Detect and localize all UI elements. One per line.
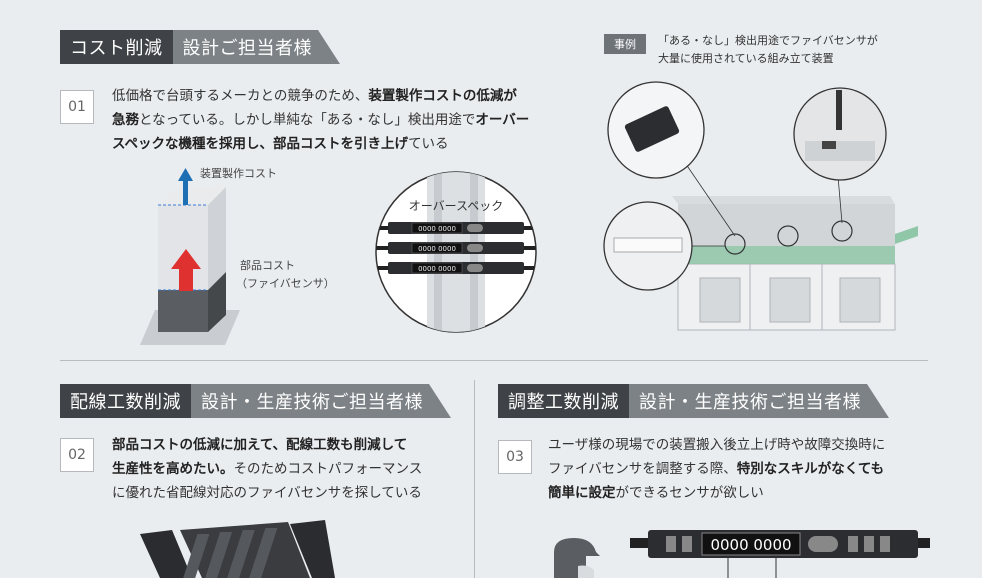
- case-text-line2: 大量に使用されている組み立て装置: [658, 52, 834, 65]
- sensor-unit-1: [376, 222, 536, 234]
- case-text: 「ある・なし」検出用途でファイバセンサが 大量に使用されている組み立て装置: [658, 32, 878, 68]
- section1-title-sub: 設計ご担当者様: [173, 30, 341, 64]
- section3-text-b1: 特別なスキルがなくても: [736, 461, 885, 477]
- section3-text-p2: ファイバセンサを調整する際、: [548, 461, 737, 477]
- sensor-unit-2: [376, 242, 536, 254]
- section3-header: 調整工数削減 設計・生産技術ご担当者様: [498, 384, 889, 418]
- section2-text-b2: 生産性を高めたい。: [112, 461, 234, 477]
- section1-text-p1: 低価格で台頭するメーカとの競争のため、: [112, 88, 369, 104]
- overspec-label: オーバースペック: [409, 199, 503, 213]
- vertical-divider: [474, 380, 475, 578]
- worker-icon: [554, 538, 600, 578]
- section1-text-b3: オーバー: [475, 112, 530, 128]
- label-part-cost: 部品コスト: [240, 259, 295, 272]
- section2-text: 部品コストの低減に加えて、配線工数も削減して 生産性を高めたい。そのためコストパ…: [112, 433, 462, 505]
- section1-title-main: コスト削減: [60, 30, 173, 64]
- section1-text: 低価格で台頭するメーカとの競争のため、装置製作コストの低減が 急務となっている。…: [112, 84, 572, 156]
- horizontal-divider: [60, 360, 928, 361]
- sensor-unit-3: [376, 262, 536, 274]
- section1-text-b1: 装置製作コストの低減が: [368, 88, 517, 104]
- red-arrow-icon: [171, 249, 201, 291]
- label-device-cost: 装置製作コスト: [200, 167, 277, 180]
- section3-text: ユーザ様の現場での装置搬入後立上げ時や故障交換時に ファイバセンサを調整する際、…: [548, 433, 948, 505]
- sensor-closeup-illustration: 0000 0000: [554, 530, 930, 578]
- section2-header: 配線工数削減 設計・生産技術ご担当者様: [60, 384, 451, 418]
- section1-text-p2: となっている。しかし単純な「ある・なし」検出用途で: [139, 112, 476, 128]
- sensor-display-2: 0000 0000: [418, 245, 456, 253]
- section3-title-main: 調整工数削減: [498, 384, 629, 418]
- case-tag: 事例: [604, 34, 646, 54]
- section3-text-b2: 簡単に設定: [548, 485, 616, 501]
- section2-text-p1: そのためコストパフォーマンス: [233, 461, 423, 477]
- case-text-line1: 「ある・なし」検出用途でファイバセンサが: [658, 34, 878, 47]
- section3-number: 03: [498, 440, 532, 474]
- sensor-stack-illustration: [140, 520, 335, 578]
- overspec-circle: オーバースペック 0000 0000 0000 0000 0000 0000: [375, 171, 537, 333]
- section2-number: 02: [60, 438, 94, 472]
- label-fiber-sensor: （ファイバセンサ）: [236, 277, 335, 290]
- section2-text-p2: に優れた省配線対応のファイバセンサを探している: [112, 485, 422, 501]
- section1-text-b4: スペックな機種を採用し、部品コストを引き上げ: [112, 136, 409, 152]
- sensor-display-3: 0000 0000: [418, 265, 456, 273]
- assembly-machine-illustration: [603, 81, 918, 331]
- sensor-display-1: 0000 0000: [418, 225, 456, 233]
- section3-title-sub: 設計・生産技術ご担当者様: [629, 384, 889, 418]
- section1-text-b2: 急務: [112, 112, 139, 128]
- section2-text-b1: 部品コストの低減に加えて、配線工数も削減して: [112, 437, 408, 453]
- sensor-display-large: 0000 0000: [710, 536, 791, 554]
- section1-text-p3: ている: [408, 136, 449, 152]
- cost-box-diagram: [140, 168, 240, 345]
- section1-number: 01: [60, 90, 94, 124]
- section2-title-sub: 設計・生産技術ご担当者様: [191, 384, 451, 418]
- section3-text-p3: ができるセンサが欲しい: [615, 485, 764, 501]
- section2-title-main: 配線工数削減: [60, 384, 191, 418]
- blue-arrow-icon: [178, 168, 193, 205]
- section1-header: コスト削減 設計ご担当者様: [60, 30, 340, 64]
- section3-text-p1: ユーザ様の現場での装置搬入後立上げ時や故障交換時に: [548, 437, 886, 453]
